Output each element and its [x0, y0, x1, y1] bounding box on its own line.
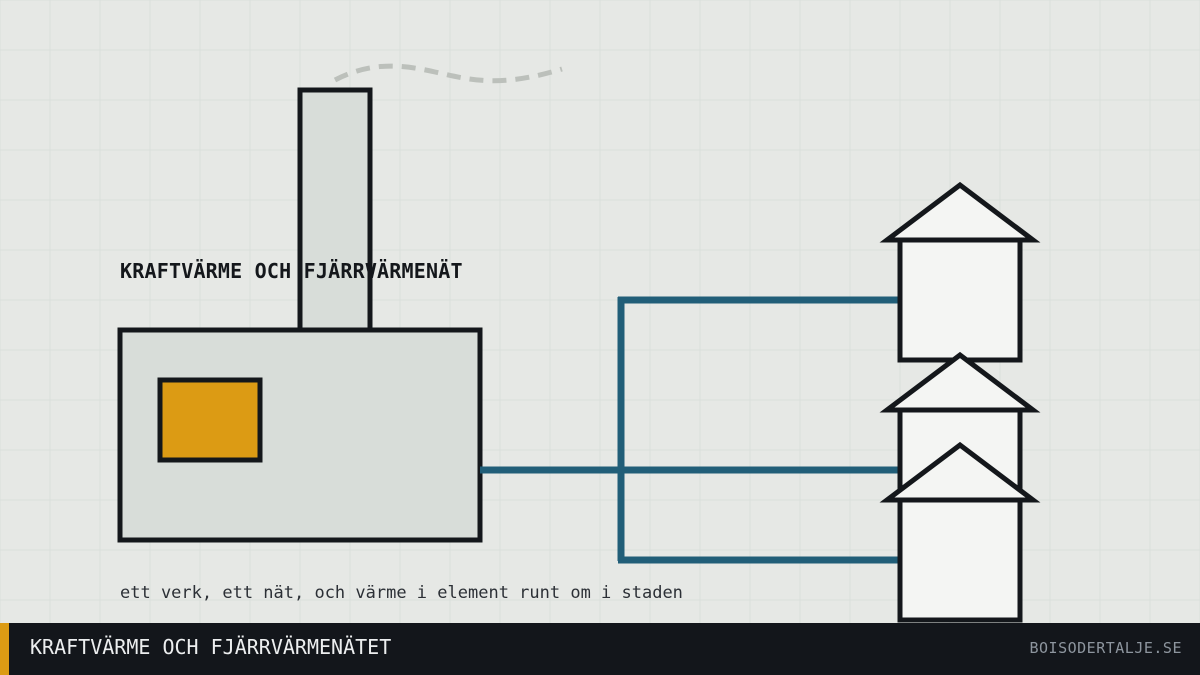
house-body — [897, 237, 1023, 363]
chimney — [297, 87, 373, 333]
house-roof — [879, 181, 1041, 243]
footer-accent-stripe — [0, 623, 9, 675]
house-body — [897, 497, 1023, 623]
furnace-window — [157, 377, 263, 463]
house-roof — [879, 351, 1041, 413]
footer-bar: KRAFTVÄRME OCH FJÄRRVÄRMENÄTET BOISODERT… — [0, 623, 1200, 675]
diagram-title: KRAFTVÄRME OCH FJÄRRVÄRMENÄT — [120, 259, 463, 283]
footer-site-link[interactable]: BOISODERTALJE.SE — [1029, 639, 1182, 657]
house-bottom — [879, 441, 1041, 623]
diagram-caption: ett verk, ett nät, och värme i element r… — [120, 583, 683, 603]
house-roof — [879, 441, 1041, 503]
footer-title: KRAFTVÄRME OCH FJÄRRVÄRMENÄTET — [30, 635, 392, 659]
house-top — [879, 181, 1041, 363]
smoke-trail — [333, 63, 563, 84]
district-heating-pipes — [480, 296, 900, 564]
